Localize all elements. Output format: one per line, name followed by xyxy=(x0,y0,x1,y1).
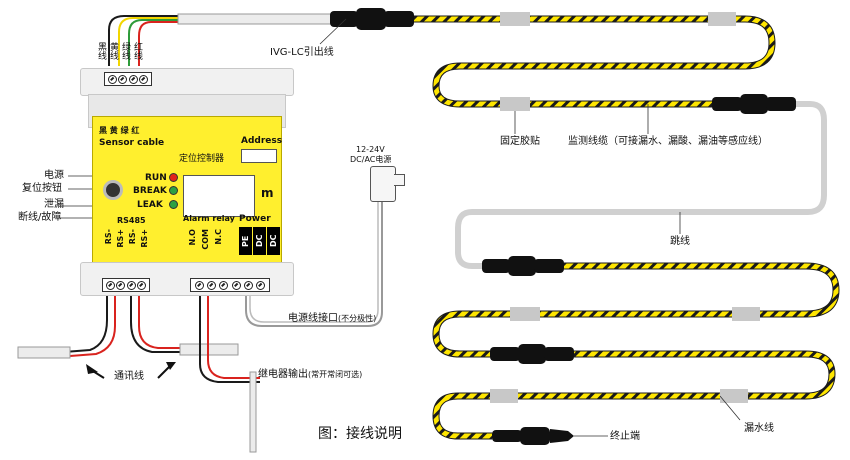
distance-display xyxy=(183,175,255,217)
address-display xyxy=(241,149,277,163)
break-led xyxy=(169,186,178,195)
rs485-pin-1: RS- xyxy=(104,229,113,245)
left-power-label: 电源 xyxy=(44,170,64,181)
relay-sheath xyxy=(249,371,257,453)
power-pin-pe: PE xyxy=(239,227,252,255)
fixing-tape xyxy=(500,12,530,26)
power-cable xyxy=(245,200,383,327)
comm-sheath-left xyxy=(17,346,71,359)
fixing-tape xyxy=(720,389,748,403)
leak-cable-label: 漏水线 xyxy=(744,423,774,434)
wire-black xyxy=(108,15,330,66)
controller-title: 定位控制器 xyxy=(179,154,225,164)
rs485-label: RS485 xyxy=(117,216,146,225)
end-terminal xyxy=(492,427,574,445)
leak-label: LEAK xyxy=(137,200,163,210)
screw-icon xyxy=(126,280,136,290)
jumper-cable xyxy=(455,101,827,269)
connector-3 xyxy=(482,256,564,276)
power-port-label: 电源线接口(不分极性) xyxy=(288,313,377,324)
cable-header-label: IVG-LC引出线 xyxy=(270,47,334,58)
break-label: BREAK xyxy=(133,186,167,196)
fixing-tape xyxy=(510,307,540,321)
reset-button[interactable] xyxy=(103,180,123,200)
connector-4 xyxy=(490,344,574,364)
module-front-panel: 黑 黄 绿 红 Sensor cable Address 定位控制器 RUN B… xyxy=(92,116,282,264)
adapter-type-label: DC/AC电源 xyxy=(350,155,392,164)
left-leak-label: 泄漏 xyxy=(44,199,64,210)
fixing-tape xyxy=(490,389,518,403)
relay-pin-no: N.O xyxy=(188,229,197,246)
left-break-label: 断线/故障 xyxy=(18,212,62,223)
screw-icon xyxy=(243,280,253,290)
screw-icon xyxy=(137,280,147,290)
sensor-colors-text: 黑 黄 绿 红 xyxy=(99,126,140,135)
sensing-cable-seg1 xyxy=(414,15,776,108)
wire-label-yellow: 黄线 xyxy=(108,42,118,60)
screw-icon xyxy=(219,280,229,290)
end-terminal-label: 终止端 xyxy=(610,431,640,442)
screw-icon xyxy=(107,74,117,84)
wire-green xyxy=(128,19,330,66)
relay-pin-com: COM xyxy=(201,229,210,250)
left-reset-label: 复位按钮 xyxy=(22,183,62,194)
caption: 图：接线说明 xyxy=(318,426,402,442)
wire-label-black: 黑线 xyxy=(96,42,106,60)
wire-red xyxy=(138,21,330,66)
fixing-tape xyxy=(732,307,760,321)
screw-icon xyxy=(256,280,266,290)
power-label: Power xyxy=(239,214,271,224)
run-label: RUN xyxy=(145,173,167,183)
connector-1 xyxy=(330,8,414,30)
sensing-cable-seg2 xyxy=(432,262,840,358)
power-pin-dc1: DC xyxy=(253,227,266,255)
comm-wire-black xyxy=(63,296,108,353)
comm-line-label: 通讯线 xyxy=(114,371,144,382)
relay-wire-red xyxy=(207,296,260,379)
adapter-voltage-label: 12-24V xyxy=(356,145,385,154)
screw-icon xyxy=(118,74,128,84)
rs485-pin-3: RS- xyxy=(128,229,137,245)
unit-label: m xyxy=(261,186,274,200)
screw-icon xyxy=(206,280,216,290)
relay-power-terminal-block[interactable] xyxy=(190,278,270,292)
rs485-terminal-block[interactable] xyxy=(102,278,150,292)
power-pin-dc2: DC xyxy=(267,227,280,255)
wire-label-green: 绿线 xyxy=(120,42,130,60)
fixing-tape xyxy=(500,97,530,111)
power-adapter-icon xyxy=(370,166,396,202)
rs485-pin-4: RS+ xyxy=(140,229,149,248)
sensing-cable-label: 监测线缆（可接漏水、漏酸、漏油等感应线） xyxy=(568,136,768,147)
plug-prong-icon xyxy=(394,174,405,186)
sensor-terminal-block[interactable] xyxy=(104,72,152,86)
jumper-label: 跳线 xyxy=(670,236,690,247)
comm-wire-red xyxy=(69,296,116,357)
screw-icon xyxy=(139,74,149,84)
wire-yellow xyxy=(118,17,330,66)
comm-wire-black2 xyxy=(130,296,180,353)
lead-sheath xyxy=(177,13,335,25)
alarm-relay-label: Alarm relay xyxy=(183,214,235,223)
address-text: Address xyxy=(241,136,283,146)
fixing-tape-label: 固定胶贴 xyxy=(500,136,540,147)
sensor-cable-text: Sensor cable xyxy=(99,138,165,148)
wire-label-red: 红线 xyxy=(132,42,142,60)
screw-icon xyxy=(194,280,204,290)
leak-led xyxy=(169,200,178,209)
locating-controller-module: 黑 黄 绿 红 Sensor cable Address 定位控制器 RUN B… xyxy=(80,68,294,296)
relay-wire-black xyxy=(199,296,260,383)
run-led xyxy=(169,173,178,182)
screw-icon xyxy=(231,280,241,290)
rs485-pin-2: RS+ xyxy=(116,229,125,248)
comm-wire-red2 xyxy=(138,296,180,349)
screw-icon xyxy=(116,280,126,290)
screw-icon xyxy=(105,280,115,290)
arrow-right-icon xyxy=(166,362,176,370)
screw-icon xyxy=(128,74,138,84)
fixing-tape xyxy=(708,12,736,26)
relay-output-label: 继电器输出(常开常闭可选) xyxy=(258,369,363,380)
connector-2 xyxy=(712,94,796,114)
relay-pin-nc: N.C xyxy=(214,229,223,245)
